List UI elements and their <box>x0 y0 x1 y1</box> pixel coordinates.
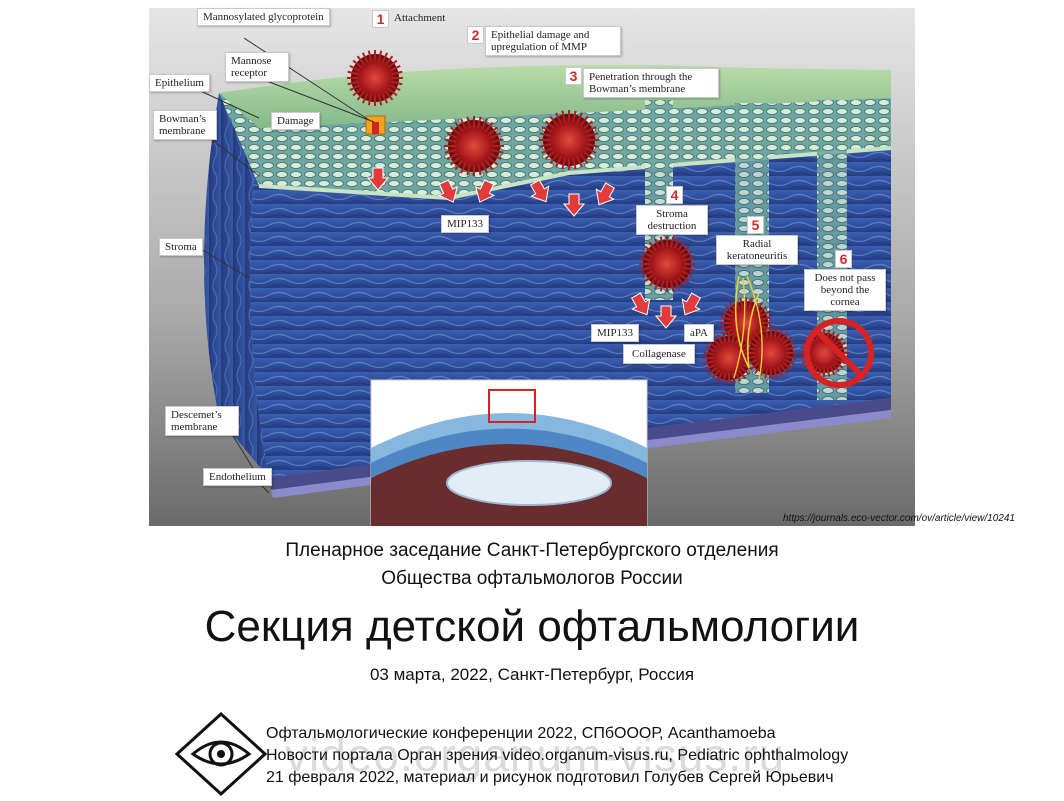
acanthamoeba-cyst <box>347 50 403 106</box>
conference-title-line1: Пленарное заседание Санкт-Петербургского… <box>285 540 779 561</box>
step-4-number: 4 <box>666 186 683 204</box>
label-mannosylated-glycoprotein: Mannosylated glycoprotein <box>197 8 330 26</box>
step-1-label: Attachment <box>394 12 446 24</box>
arrow-icon <box>681 292 702 316</box>
acanthamoeba-cyst <box>444 116 504 176</box>
arrow-icon <box>437 179 458 203</box>
arrow-icon <box>654 305 678 329</box>
acanthamoeba-cyst <box>539 110 599 170</box>
step-5-label: Radial keratoneuritis <box>716 235 798 265</box>
arrow-icon <box>475 179 496 203</box>
source-url: https://journals.eco-vector.com/ov/artic… <box>783 513 1015 524</box>
step-5-number: 5 <box>747 216 764 234</box>
diagram-illustration <box>149 8 915 527</box>
step-2-number: 2 <box>467 26 484 44</box>
step-6-label: Does not pass beyond the cornea <box>804 269 886 311</box>
label-damage: Damage <box>271 112 320 130</box>
label-endothelium: Endothelium <box>203 468 272 486</box>
footer-line3: 21 февраля 2022, материал и рисунок подг… <box>266 769 834 786</box>
label-collagenase: Collagenase <box>623 344 695 364</box>
organum-visus-eye-logo <box>174 711 268 797</box>
arrow-icon <box>366 167 390 191</box>
arrow-icon <box>529 179 550 203</box>
label-mannose-receptor: Mannose receptor <box>225 52 289 82</box>
conference-title-line2: Общества офтальмологов России <box>381 568 683 589</box>
arrow-icon <box>595 182 616 206</box>
arrow-icon <box>562 193 586 217</box>
step-6-number: 6 <box>835 250 852 268</box>
acanthamoeba-cyst <box>639 236 695 292</box>
label-mip133-stroma: MIP133 <box>591 324 640 342</box>
label-apa: aPA <box>684 324 714 342</box>
step-4-label: Stroma destruction <box>636 205 708 235</box>
section-title: Секция детской офтальмологии <box>204 602 860 651</box>
step-3-label: Penetration through the Bowman’s membran… <box>583 68 719 98</box>
label-bowmans-membrane: Bowman’s membrane <box>153 110 217 140</box>
label-stroma: Stroma <box>159 238 203 256</box>
label-descemets-membrane: Descemet’s membrane <box>165 406 239 436</box>
footer-line2: Новости портала Орган зрения video.organ… <box>266 747 849 764</box>
acanthamoeba-cyst <box>745 327 797 379</box>
event-date: 03 марта, 2022, Санкт-Петербург, Россия <box>369 665 695 684</box>
label-mip133-epithelium: MIP133 <box>441 215 490 233</box>
arrow-icon <box>630 292 651 316</box>
step-3-number: 3 <box>565 67 582 85</box>
footer-line1: Офтальмологические конференции 2022, СПб… <box>266 725 776 742</box>
step-2-label: Epithelial damage and upregulation of MM… <box>485 26 621 56</box>
label-epithelium: Epithelium <box>149 74 210 92</box>
step-1-number: 1 <box>372 10 389 28</box>
acanthamoeba-keratitis-diagram: Mannosylated glycoprotein Mannose recept… <box>149 8 1015 527</box>
